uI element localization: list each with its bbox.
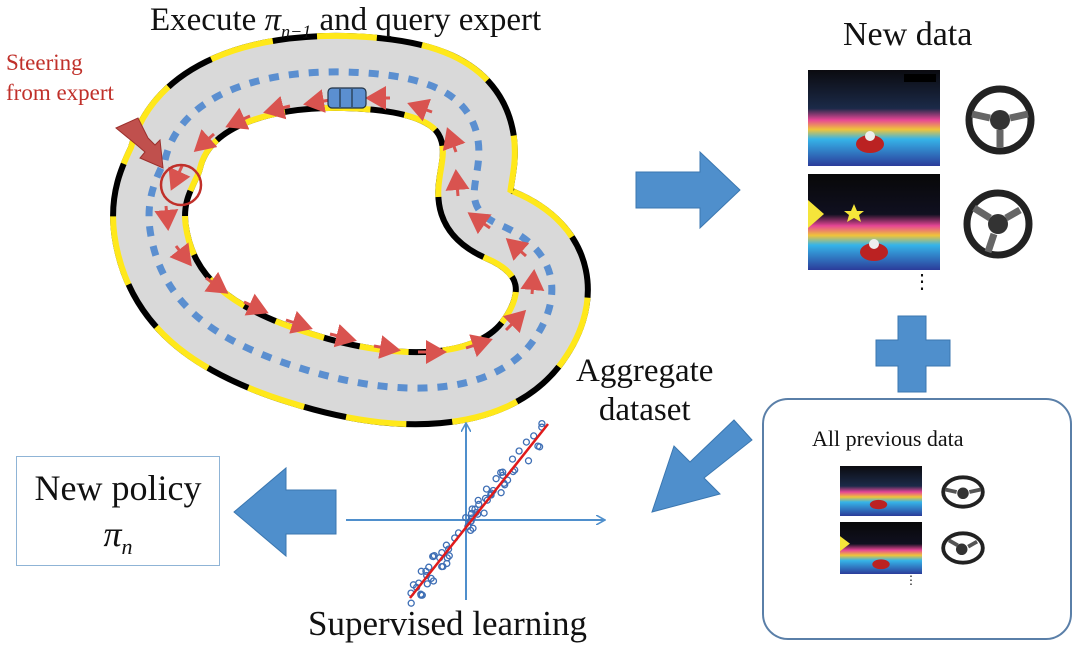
- supervised-learning-label: Supervised learning: [308, 604, 587, 643]
- scatter-point: [482, 485, 491, 493]
- car-marker: [327, 87, 367, 109]
- scatter-point: [538, 419, 546, 428]
- scatter-point: [442, 541, 451, 549]
- scatter-point: [480, 509, 488, 517]
- scatter-point: [497, 489, 505, 497]
- new-data-ellipsis: ⋮: [912, 271, 932, 293]
- scatter-point: [483, 496, 491, 504]
- scatter-point: [471, 505, 479, 513]
- expert-steering-arrows: [154, 86, 545, 364]
- game-frame-small-2: [840, 522, 922, 574]
- steering-wheel-icon: [941, 531, 985, 565]
- scatter-point: [508, 455, 517, 463]
- new-policy-box: New policy πn: [16, 456, 220, 566]
- arrow-aggregate: [651, 419, 753, 513]
- steering-label: Steering from expert: [6, 50, 114, 105]
- expert-circle: [159, 163, 203, 207]
- scatter-point: [524, 457, 533, 465]
- scatter-point: [407, 599, 415, 607]
- regression-line: [409, 423, 549, 599]
- scatter-point: [475, 500, 483, 509]
- steering-wheel-icon: [941, 475, 985, 509]
- steering-pointer: [115, 117, 164, 169]
- race-track: [110, 32, 591, 428]
- plus-icon: [875, 315, 951, 393]
- new-policy-label: New policy: [34, 468, 202, 508]
- scatter-point: [469, 524, 477, 532]
- game-frame-small-1: [840, 466, 922, 516]
- scatter-point: [425, 563, 433, 571]
- game-frame-2: [808, 174, 940, 270]
- scatter-point: [445, 552, 453, 560]
- scatter-point: [443, 559, 451, 568]
- scatter-point: [492, 475, 500, 483]
- game-frame-1: [808, 70, 940, 166]
- scatter-point: [515, 447, 523, 455]
- policy-symbol: πn: [103, 514, 133, 560]
- scatter-point: [444, 545, 453, 553]
- new-data-label: New data: [843, 16, 973, 53]
- scatter-point: [467, 509, 476, 518]
- execute-title: Execute πn−1 and query expert: [150, 2, 542, 42]
- arrow-to-new-data: [635, 150, 741, 230]
- all-previous-data-box: [762, 398, 1072, 640]
- scatter-point: [427, 574, 435, 583]
- steering-wheel-icon: [965, 85, 1035, 155]
- scatter-point: [438, 562, 446, 571]
- steering-wheel-icon: [963, 189, 1033, 259]
- scatter-point: [418, 591, 426, 599]
- scatter-point: [429, 552, 437, 561]
- scatter-point: [534, 442, 542, 450]
- scatter-point: [530, 432, 538, 440]
- scatter-point: [468, 505, 476, 513]
- scatter-point: [462, 513, 470, 522]
- regression-plot: [346, 419, 604, 607]
- scatter-point: [499, 468, 507, 476]
- all-previous-label: All previous data: [812, 426, 964, 451]
- aggregate-label: Aggregate dataset: [576, 353, 714, 428]
- scatter-point: [474, 496, 482, 505]
- scatter-point: [417, 567, 425, 575]
- scatter-point: [466, 517, 475, 526]
- scatter-point: [522, 438, 531, 446]
- arrow-to-policy: [233, 466, 337, 558]
- scatter-point: [487, 491, 495, 499]
- previous-data-ellipsis: ⋮: [905, 573, 917, 587]
- scatter-point: [423, 580, 431, 588]
